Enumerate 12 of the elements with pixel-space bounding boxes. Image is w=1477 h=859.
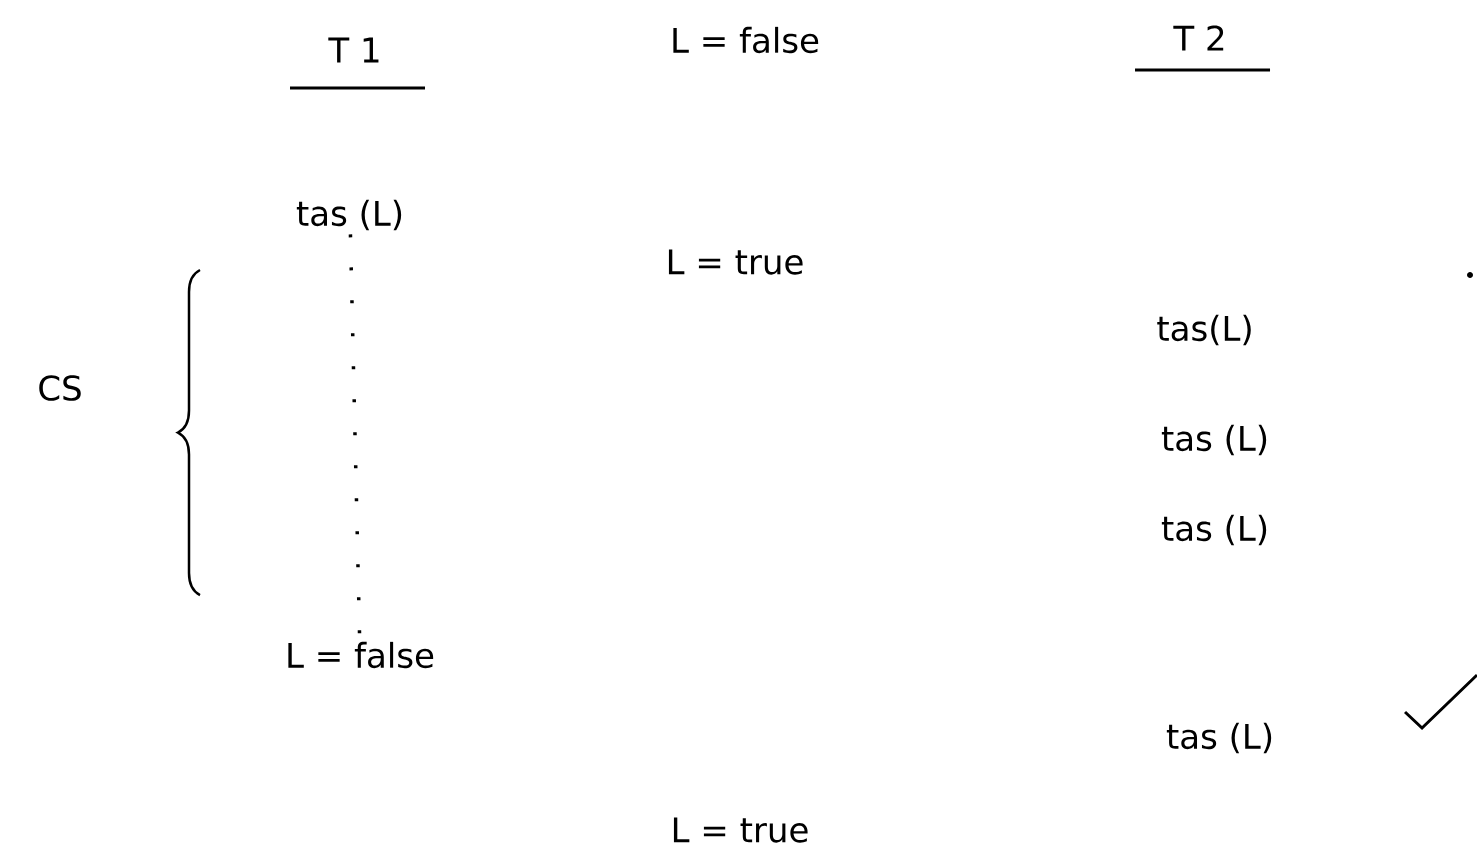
heading: T 1 — [328, 37, 379, 63]
step-text: tas (L) — [1161, 514, 1267, 546]
step-text: tas (L) — [1166, 722, 1272, 754]
state-text: L = true — [673, 817, 808, 843]
step-text: tas (L) — [1161, 424, 1267, 456]
brace-label: CS — [39, 375, 81, 401]
step-text: tas(L) — [1157, 314, 1251, 346]
heading: T 2 — [1173, 25, 1224, 51]
step-text: tas (L) — [296, 199, 402, 231]
step-text: L = false — [288, 641, 434, 669]
state-text: L = false — [673, 26, 819, 54]
state-text: L = true — [668, 249, 803, 275]
